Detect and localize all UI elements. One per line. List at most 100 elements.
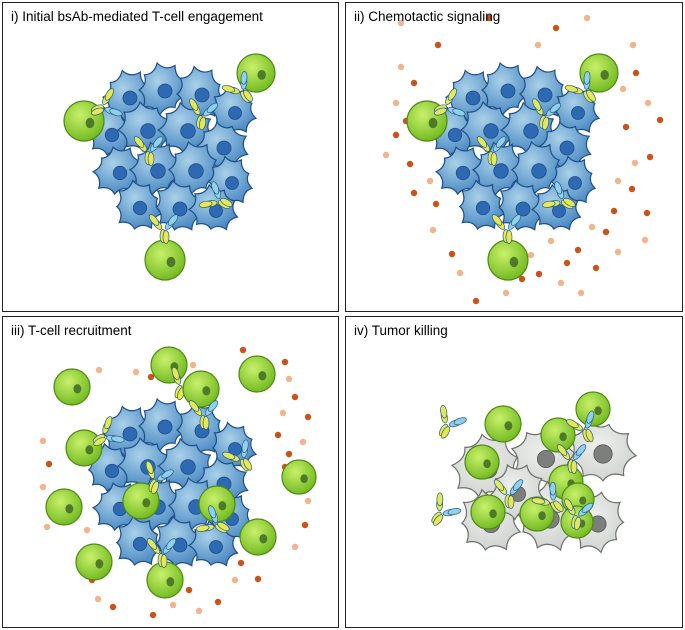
tumor-cell-icon: [167, 140, 220, 197]
chemokine-dot-icon: [557, 279, 565, 287]
tumor-cell-icon: [471, 141, 526, 196]
chemokine-dot-icon: [214, 598, 222, 606]
chemokine-dot-icon: [429, 226, 437, 234]
chemokine-dot-icon: [614, 248, 622, 256]
t-cell-icon: [575, 391, 611, 427]
chemokine-dot-icon: [502, 289, 510, 297]
bispecific-antibody-icon: [146, 538, 177, 568]
chemokine-dot-icon: [644, 99, 652, 107]
tumor-cell-icon: [176, 401, 226, 457]
bispecific-antibody-icon: [145, 460, 174, 495]
panel-t-cell-recruitment: iii) T-cell recruitment: [2, 316, 339, 628]
t-cell-icon: [487, 239, 529, 281]
bispecific-antibody-icon: [188, 400, 219, 430]
chemokine-dot-icon: [39, 437, 47, 445]
chemokine-dot-icon: [397, 19, 405, 27]
chemokine-dot-icon: [382, 151, 390, 159]
t-cell-icon: [540, 417, 576, 453]
tumor-cell-icon: [138, 397, 188, 453]
t-cell-icon: [65, 429, 103, 467]
bispecific-antibody-icon: [531, 481, 564, 514]
chemokine-dot-icon: [299, 438, 307, 446]
chemokine-dot-icon: [279, 409, 287, 417]
chemokine-dot-icon: [552, 24, 560, 32]
bispecific-antibody-icon: [198, 181, 233, 210]
chemokine-dot-icon: [304, 497, 312, 505]
chemokine-dot-icon: [518, 275, 526, 283]
bispecific-antibody-icon: [564, 498, 594, 531]
tumor-cell-icon: [498, 179, 548, 231]
tumor-cell-icon: [128, 141, 183, 196]
chemokine-dot-icon: [132, 368, 140, 376]
t-cell-icon: [239, 518, 277, 556]
chemokine-dot-icon: [95, 366, 103, 374]
chemokine-dot-icon: [301, 521, 309, 529]
bispecific-antibody-icon: [532, 98, 562, 131]
tumor-cell-icon: [510, 140, 563, 197]
panel-initial-engagement: i) Initial bsAb-mediated T-cell engageme…: [2, 2, 339, 312]
chemokine-dot-icon: [456, 269, 464, 277]
chemokine-dot-icon: [643, 209, 651, 217]
chemokine-dot-icon: [646, 153, 654, 161]
chemokine-dot-icon: [239, 346, 247, 354]
bispecific-antibody-icon: [438, 404, 467, 439]
chemokine-dot-icon: [285, 450, 293, 458]
chemokine-dot-icon: [83, 526, 91, 534]
panel-chemotactic-signaling: ii) Chemotactic signaling: [345, 2, 683, 312]
engagement-illustration: [63, 53, 276, 281]
chemokine-dot-icon: [426, 177, 434, 185]
chemokine-dot-icon: [472, 297, 480, 305]
chemokine-dot-icon: [448, 250, 456, 258]
chemokine-dot-icon: [602, 228, 610, 236]
chemokine-dot-icon: [535, 270, 543, 278]
bispecific-antibody-icon: [491, 214, 522, 244]
chemokine-dot-icon: [610, 207, 618, 215]
bispecific-antibody-icon: [92, 416, 125, 447]
chemokine-dot-icon: [237, 559, 245, 567]
chemokine-dot-icon: [563, 259, 571, 267]
bispecific-antibody-icon: [431, 492, 462, 526]
chemokine-dot-icon: [588, 223, 596, 231]
chemokine-dot-icon: [39, 483, 47, 491]
chemokine-dot-icon: [45, 460, 53, 468]
panel-title: ii) Chemotactic signaling: [354, 9, 501, 24]
t-cell-icon: [75, 543, 113, 581]
bispecific-antibody-icon: [566, 410, 595, 443]
t-cell-icon: [484, 405, 522, 443]
bispecific-antibody-icon: [556, 444, 587, 474]
chemokine-dot-icon: [434, 41, 442, 49]
chemokine-dot-icon: [631, 159, 639, 167]
panel-title: i) Initial bsAb-mediated T-cell engageme…: [11, 9, 263, 24]
t-cell-icon: [122, 482, 160, 520]
bispecific-antibody-icon: [148, 214, 179, 244]
panel-tumor-killing: iv) Tumor killing: [345, 316, 683, 628]
chemokine-dot-icon: [577, 289, 585, 297]
chemokine-dot-icon: [43, 523, 51, 531]
bispecific-antibody-icon: [564, 71, 596, 103]
chemokine-dot-icon: [281, 358, 289, 366]
panel-title: iv) Tumor killing: [354, 323, 448, 338]
killing-illustration: [431, 391, 638, 554]
t-cell-icon: [45, 488, 83, 526]
chemokine-dot-icon: [592, 264, 600, 272]
chemokine-dot-icon: [629, 41, 637, 49]
chemokine-dot-icon: [534, 41, 542, 49]
tumor-cell-icon: [138, 61, 188, 117]
t-cell-icon: [238, 355, 276, 393]
bispecific-antibody-icon: [189, 98, 219, 131]
chemokine-dot-icon: [147, 373, 155, 381]
chemokine-dot-icon: [109, 603, 117, 611]
chemokine-dot-icon: [189, 361, 197, 369]
t-cell-icon: [470, 494, 506, 530]
bispecific-antibody-icon: [493, 479, 524, 509]
chemokine-dot-icon: [622, 123, 630, 131]
chemokine-dot-icon: [632, 69, 640, 77]
chemokine-dot-icon: [94, 595, 102, 603]
chemokine-dot-icon: [291, 543, 299, 551]
chemokine-dot-icon: [410, 79, 418, 87]
chemokine-dot-icon: [574, 246, 582, 254]
bispecific-antibody-icon: [221, 71, 253, 103]
chemokine-dot-icon: [527, 251, 535, 259]
t-cell-icon: [144, 239, 186, 281]
chemokine-dot-icon: [583, 14, 591, 22]
